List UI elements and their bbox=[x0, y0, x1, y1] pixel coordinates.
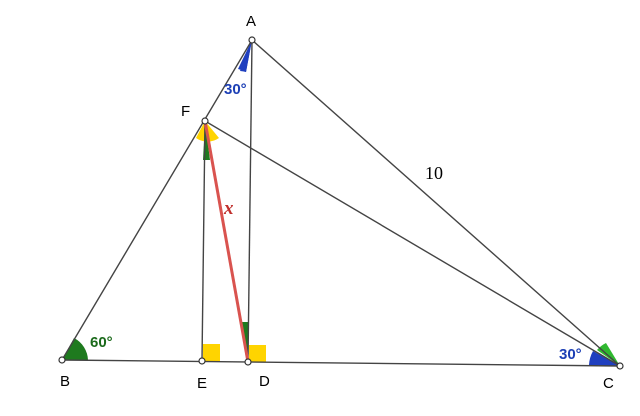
point-d bbox=[244, 358, 252, 366]
angle-b-label: 60° bbox=[90, 334, 113, 351]
segment-fe bbox=[201, 120, 206, 362]
point-f bbox=[201, 117, 209, 125]
segment-bc bbox=[61, 359, 621, 367]
angle-a-label: 30° bbox=[224, 81, 247, 98]
label-b: B bbox=[60, 373, 70, 390]
point-c bbox=[616, 362, 624, 370]
segment-fd bbox=[203, 120, 250, 363]
label-a: A bbox=[246, 13, 256, 30]
segment-fc bbox=[204, 120, 621, 367]
segment-ac bbox=[251, 39, 621, 367]
angle-c-marker bbox=[589, 351, 620, 366]
segment-ab bbox=[61, 39, 253, 361]
angle-a-marker-fill bbox=[238, 40, 252, 72]
label-d: D bbox=[259, 373, 270, 390]
point-b bbox=[58, 356, 66, 364]
point-e bbox=[198, 357, 206, 365]
right-angle-d-marker bbox=[249, 345, 266, 362]
label-c: C bbox=[603, 375, 614, 392]
label-f: F bbox=[181, 103, 190, 120]
segment-ac-label: 10 bbox=[425, 163, 443, 183]
right-angle-e-marker bbox=[203, 344, 220, 361]
angle-c-label: 30° bbox=[559, 346, 582, 363]
label-e: E bbox=[197, 375, 207, 392]
segment-fd-label: x bbox=[223, 198, 234, 219]
segment-ad bbox=[247, 39, 253, 363]
point-a bbox=[248, 36, 256, 44]
angle-b-marker bbox=[62, 338, 88, 360]
